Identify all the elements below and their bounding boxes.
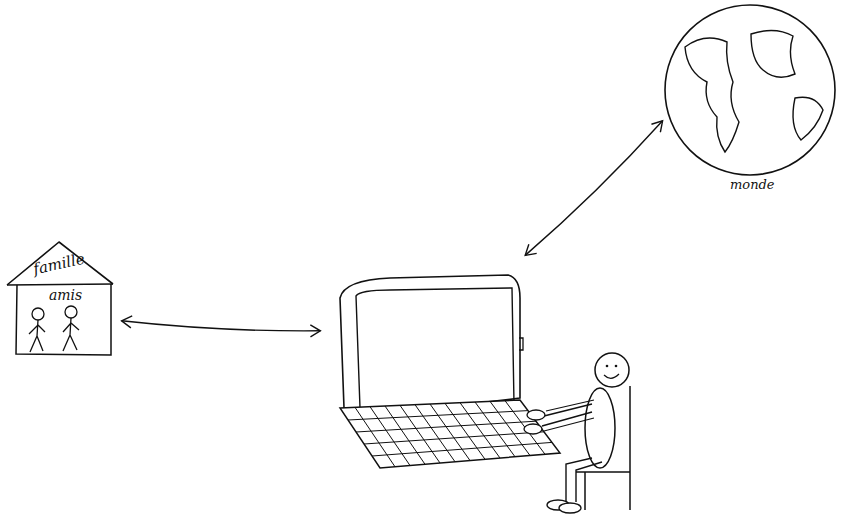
double-arrow xyxy=(525,121,662,256)
handwritten-label: amis xyxy=(49,288,82,303)
sketch-outline xyxy=(655,2,845,200)
sketch-outline xyxy=(330,258,650,518)
computer-node xyxy=(330,258,650,518)
house-node: famille amis xyxy=(5,238,115,358)
handwritten-label: monde xyxy=(730,178,775,192)
handwritten-label: famille xyxy=(32,251,86,278)
double-arrow xyxy=(122,321,321,331)
globe-node: monde xyxy=(655,2,845,200)
